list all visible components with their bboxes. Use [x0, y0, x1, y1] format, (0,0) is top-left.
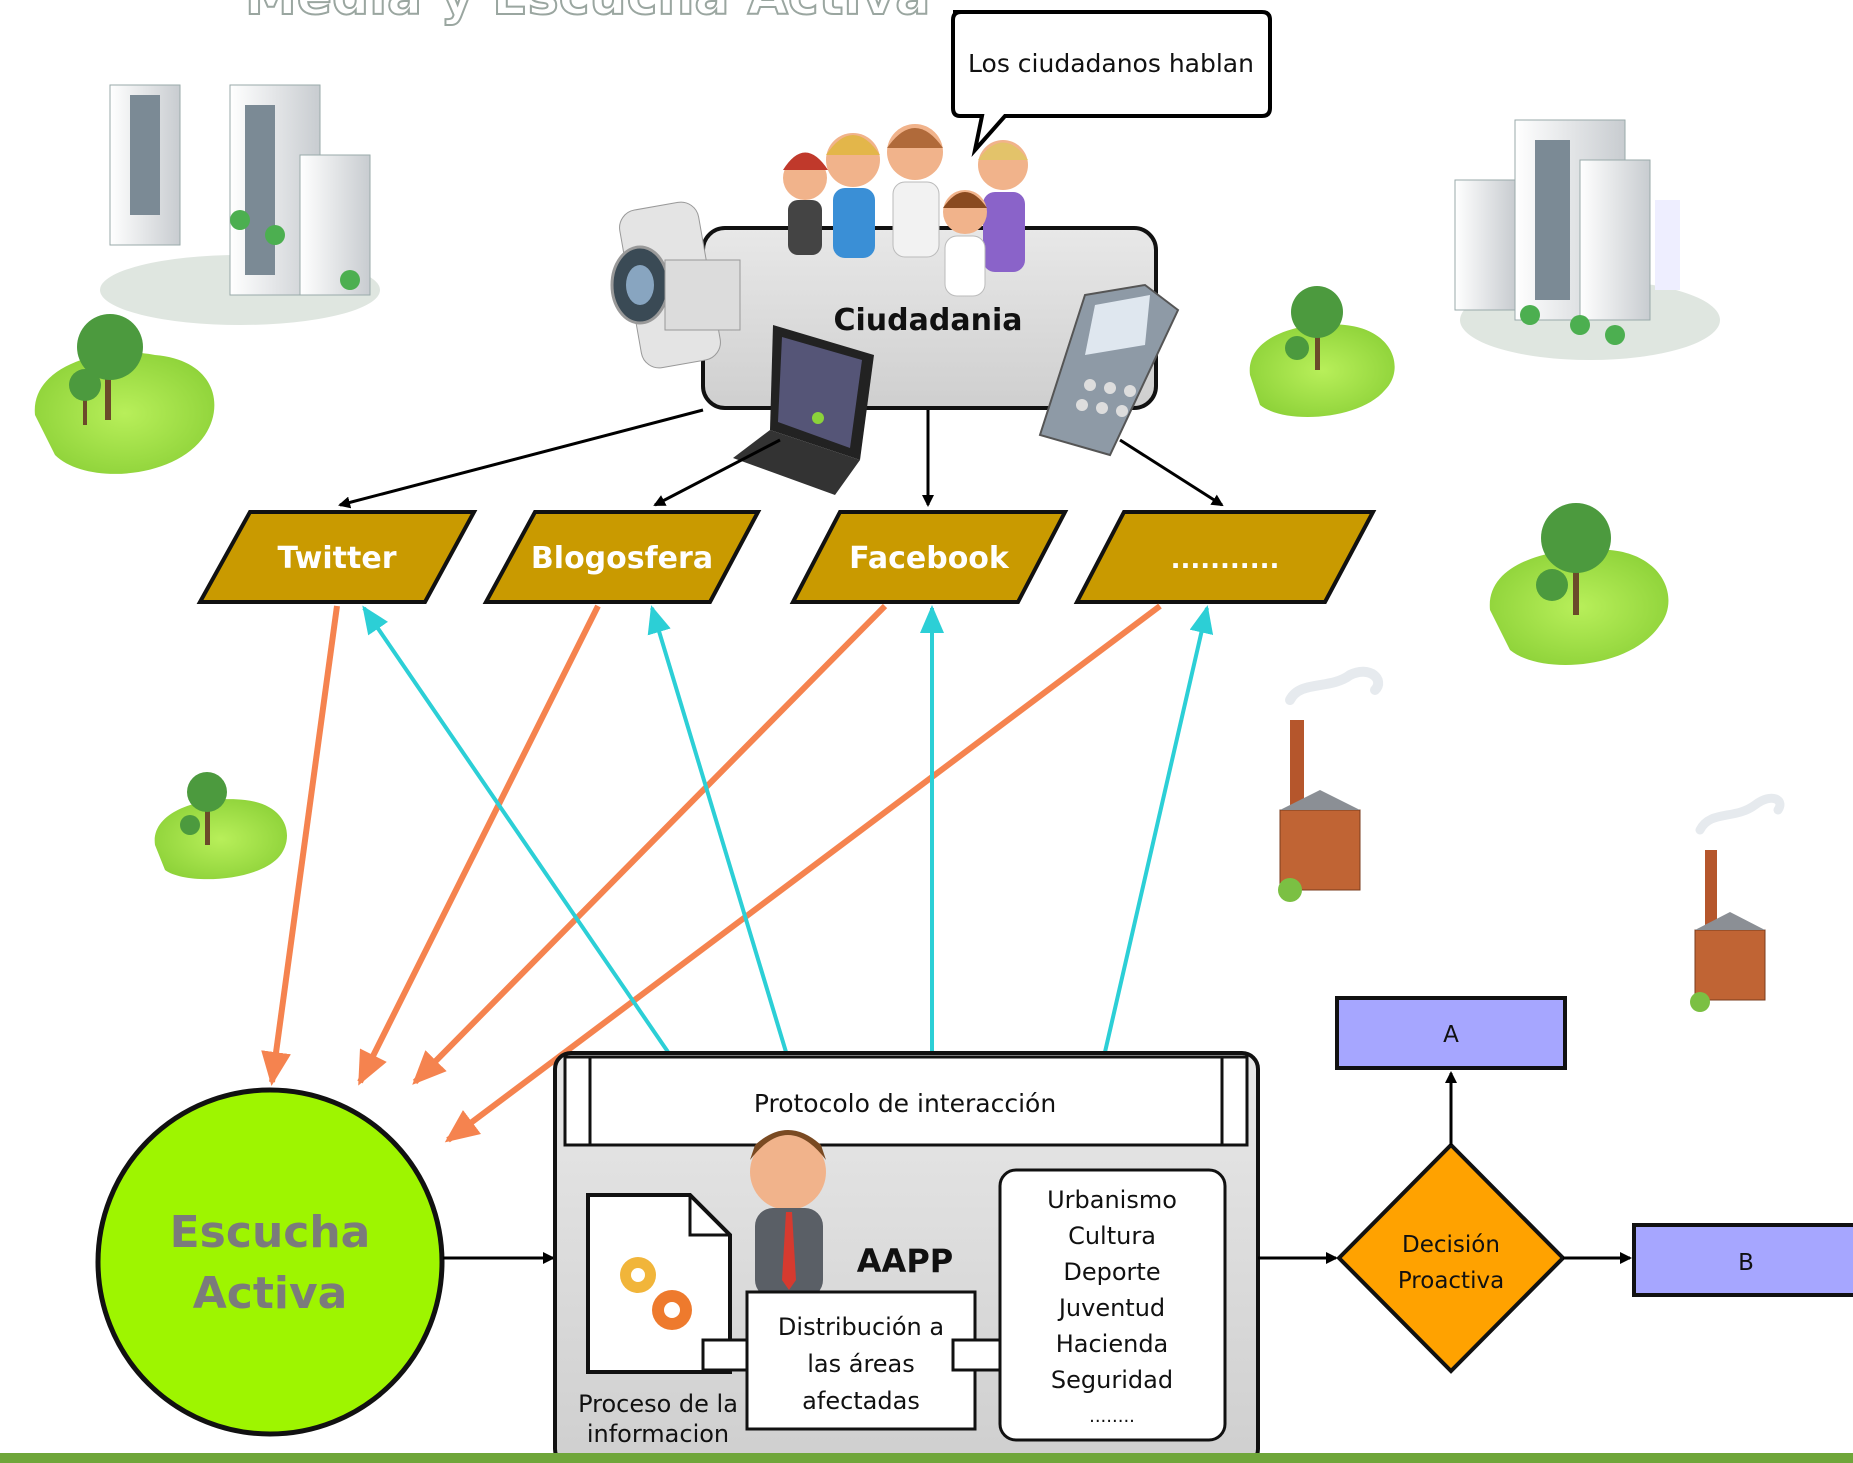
outcome-b — [1632, 1223, 1853, 1297]
ciudadania-label: Ciudadania — [834, 303, 1023, 338]
area-item: ........ — [1089, 1406, 1135, 1427]
proceso-line2: informacion — [587, 1420, 729, 1448]
speech-bubble: Los ciudadanos hablan — [951, 10, 1272, 157]
channel-blogosfera: Blogosfera — [482, 510, 762, 604]
area-item: Seguridad — [1051, 1366, 1173, 1394]
factory-icon — [1690, 793, 1785, 1012]
office-buildings-icon — [100, 84, 380, 325]
decision-node: Decisión Proactiva — [1336, 1142, 1566, 1374]
office-buildings-icon — [1454, 119, 1720, 360]
outcome-a-label: A — [1443, 1022, 1459, 1048]
speech-bubble-text: Los ciudadanos hablan — [968, 49, 1254, 78]
video-camera-icon — [610, 201, 741, 369]
tree-island-icon — [1249, 286, 1395, 417]
response-arrows — [362, 605, 1214, 1054]
channel-label: Twitter — [278, 541, 397, 576]
citizens-icon — [783, 124, 1028, 297]
outcome-a — [1335, 996, 1567, 1070]
tree-island-icon — [154, 772, 288, 880]
channel-more: ........... — [1073, 510, 1377, 604]
channel-label: ........... — [1171, 545, 1280, 575]
areas-box — [998, 1168, 1227, 1442]
escucha-line2: Activa — [193, 1268, 348, 1319]
distribucion-line1: Distribución a — [778, 1313, 944, 1341]
listening-arrows — [261, 603, 1162, 1143]
factory-icon — [1278, 666, 1384, 902]
distribucion-line2: las áreas — [807, 1350, 915, 1378]
area-item: Juventud — [1057, 1294, 1165, 1322]
area-item: Hacienda — [1056, 1330, 1169, 1358]
channel-facebook: Facebook — [789, 510, 1069, 604]
page-title: Media y Escucha Activa — [245, 0, 930, 27]
tree-island-icon — [1489, 503, 1669, 665]
area-item: Deporte — [1063, 1258, 1160, 1286]
source-arrows — [338, 408, 1224, 509]
businessman-icon — [750, 1130, 826, 1298]
aapp-label: AAPP — [857, 1242, 953, 1280]
outcome-b-label: B — [1738, 1250, 1754, 1276]
area-item: Cultura — [1068, 1222, 1156, 1250]
channel-label: Blogosfera — [531, 541, 713, 576]
area-item: Urbanismo — [1047, 1186, 1177, 1214]
channel-twitter: Twitter — [196, 510, 478, 604]
mobile-phone-icon — [1038, 283, 1180, 457]
decision-line1: Decisión — [1402, 1232, 1500, 1258]
proceso-line1: Proceso de la — [578, 1390, 738, 1418]
footer-band — [0, 1453, 1853, 1463]
channel-label: Facebook — [849, 541, 1010, 576]
tree-island-icon — [34, 314, 215, 474]
protocol-header: Protocolo de interacción — [754, 1089, 1056, 1118]
distribucion-line3: afectadas — [802, 1387, 920, 1415]
document-gears-icon — [586, 1193, 732, 1374]
escucha-line1: Escucha — [170, 1207, 371, 1258]
decision-line2: Proactiva — [1398, 1268, 1504, 1294]
escucha-activa-node: Escucha Activa — [95, 1087, 445, 1437]
